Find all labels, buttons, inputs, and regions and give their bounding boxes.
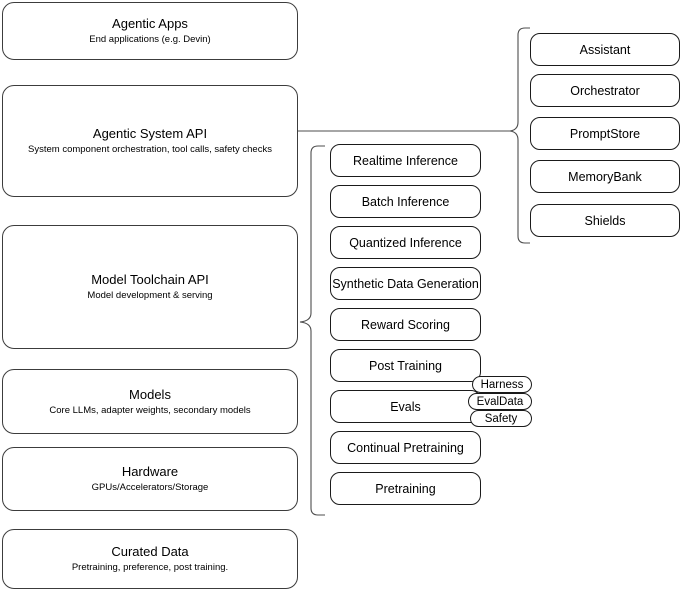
system-item-assistant[interactable]: Assistant — [530, 33, 680, 66]
layer-title: Agentic System API — [92, 126, 208, 141]
eval-tag-harness[interactable]: Harness — [472, 376, 532, 393]
toolchain-item-evals[interactable]: Evals — [330, 390, 481, 423]
system-item-memorybank[interactable]: MemoryBank — [530, 160, 680, 193]
layer-title: Models — [129, 386, 171, 402]
system-api-bracket — [509, 27, 530, 244]
layer-title: Curated Data — [111, 544, 189, 559]
layer-subtitle: GPUs/Accelerators/Storage — [91, 482, 209, 493]
eval-tag-evaldata[interactable]: EvalData — [468, 393, 532, 410]
stack-layer-agentic-apps[interactable]: Agentic Apps End applications (e.g. Devi… — [2, 2, 298, 60]
system-item-shields[interactable]: Shields — [530, 204, 680, 237]
stack-layer-model-toolchain-api[interactable]: Model Toolchain API Model development & … — [2, 225, 298, 349]
toolchain-item-reward-scoring[interactable]: Reward Scoring — [330, 308, 481, 341]
toolchain-item-quantized-inference[interactable]: Quantized Inference — [330, 226, 481, 259]
stack-layer-models[interactable]: Models Core LLMs, adapter weights, secon… — [2, 369, 298, 434]
stack-layer-curated-data[interactable]: Curated Data Pretraining, preference, po… — [2, 529, 298, 589]
system-item-promptstore[interactable]: PromptStore — [530, 117, 680, 150]
toolchain-item-realtime-inference[interactable]: Realtime Inference — [330, 144, 481, 177]
layer-subtitle: Pretraining, preference, post training. — [71, 562, 229, 573]
toolchain-item-batch-inference[interactable]: Batch Inference — [330, 185, 481, 218]
layer-subtitle: Model development & serving — [87, 290, 213, 301]
toolchain-item-synthetic-data-generation[interactable]: Synthetic Data Generation — [330, 267, 481, 300]
layer-title: Agentic Apps — [112, 16, 188, 31]
stack-layer-agentic-system-api[interactable]: Agentic System API System component orch… — [2, 85, 298, 197]
layer-title: Hardware — [121, 464, 179, 479]
toolchain-api-bracket — [299, 145, 325, 516]
system-item-orchestrator[interactable]: Orchestrator — [530, 74, 680, 107]
toolchain-item-continual-pretraining[interactable]: Continual Pretraining — [330, 431, 481, 464]
layer-subtitle: Core LLMs, adapter weights, secondary mo… — [49, 404, 251, 416]
toolchain-item-pretraining[interactable]: Pretraining — [330, 472, 481, 505]
toolchain-item-post-training[interactable]: Post Training — [330, 349, 481, 382]
layer-title: Model Toolchain API — [91, 272, 209, 287]
eval-tag-safety[interactable]: Safety — [470, 410, 532, 427]
layer-subtitle: End applications (e.g. Devin) — [89, 34, 211, 45]
stack-layer-hardware[interactable]: Hardware GPUs/Accelerators/Storage — [2, 447, 298, 511]
layer-subtitle: System component orchestration, tool cal… — [28, 144, 272, 155]
